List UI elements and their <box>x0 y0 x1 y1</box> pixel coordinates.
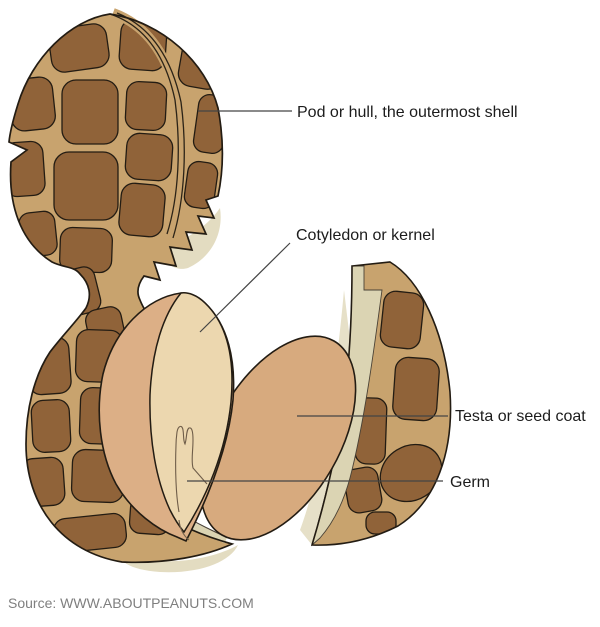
label-testa: Testa or seed coat <box>455 408 586 425</box>
label-cotyledon: Cotyledon or kernel <box>296 227 435 244</box>
pod-shadow-top <box>160 208 221 269</box>
kernel-cotyledon-face <box>149 292 233 534</box>
kernel-open-illustration <box>98 292 235 543</box>
pod-shadow-bottom <box>120 545 238 573</box>
leader-line-cotyledon <box>199 242 291 333</box>
pod-outline <box>8 13 235 564</box>
source-credit: Source: WWW.ABOUTPEANUTS.COM <box>8 595 254 611</box>
annotations: Pod or hull, the outermost shell Cotyled… <box>187 104 586 491</box>
label-pod: Pod or hull, the outermost shell <box>297 104 518 121</box>
germ-squiggle <box>175 425 208 541</box>
pod-ridge-band <box>109 8 187 240</box>
label-germ: Germ <box>450 474 490 491</box>
